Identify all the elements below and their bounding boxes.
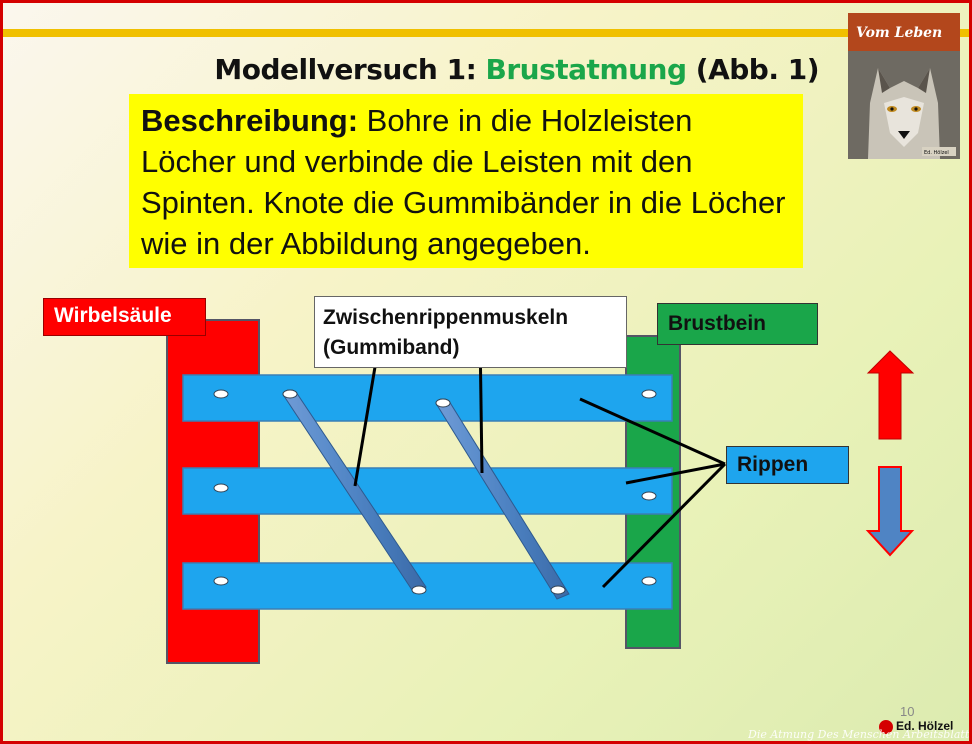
label-zwischen-line1: Zwischenrippenmuskeln — [323, 306, 569, 329]
description-box: Beschreibung: Bohre in die Holzleisten L… — [129, 94, 803, 268]
label-rippen: Rippen — [726, 446, 849, 484]
rib-model-diagram — [166, 319, 915, 664]
publisher-logo: Ed. Hölzel — [879, 719, 953, 737]
title-prefix: Modellversuch 1: — [214, 53, 486, 86]
cover-title: Vom Leben — [856, 25, 942, 41]
cover-publisher: Ed. Hölzel — [924, 150, 949, 156]
label-zwischen-line2: (Gummiband) — [323, 336, 460, 359]
description-label: Beschreibung: — [141, 103, 359, 138]
rib-bar — [182, 562, 673, 610]
publisher-logo-text: Ed. Hölzel — [896, 719, 954, 733]
top-accent-bar — [3, 29, 969, 37]
description-text: Bohre in die Holzleisten Löcher und verb… — [141, 103, 786, 261]
publisher-logo-icon — [879, 719, 893, 734]
watermark: Die Atmung Des Menschen Arbeitsblatt — [748, 728, 970, 741]
arrow-up-icon — [866, 350, 915, 440]
rib-bar — [182, 374, 673, 422]
page-title: Modellversuch 1: Brustatmung (Abb. 1) — [3, 53, 819, 86]
arrow-down-icon — [865, 466, 915, 557]
title-suffix: (Abb. 1) — [686, 53, 820, 86]
gummiband-left — [282, 389, 427, 595]
book-cover-image: Vom Leben Ed. Hölzel — [848, 13, 960, 159]
label-wirbelsaeule: Wirbelsäule — [43, 298, 206, 336]
page-number: 10 — [900, 704, 915, 719]
rib-bar — [182, 467, 673, 515]
gummiband-right — [435, 398, 570, 600]
label-brustbein: Brustbein — [657, 303, 818, 345]
title-highlight: Brustatmung — [485, 53, 688, 86]
label-zwischenrippenmuskeln: Zwischenrippenmuskeln (Gummiband) — [314, 296, 627, 368]
